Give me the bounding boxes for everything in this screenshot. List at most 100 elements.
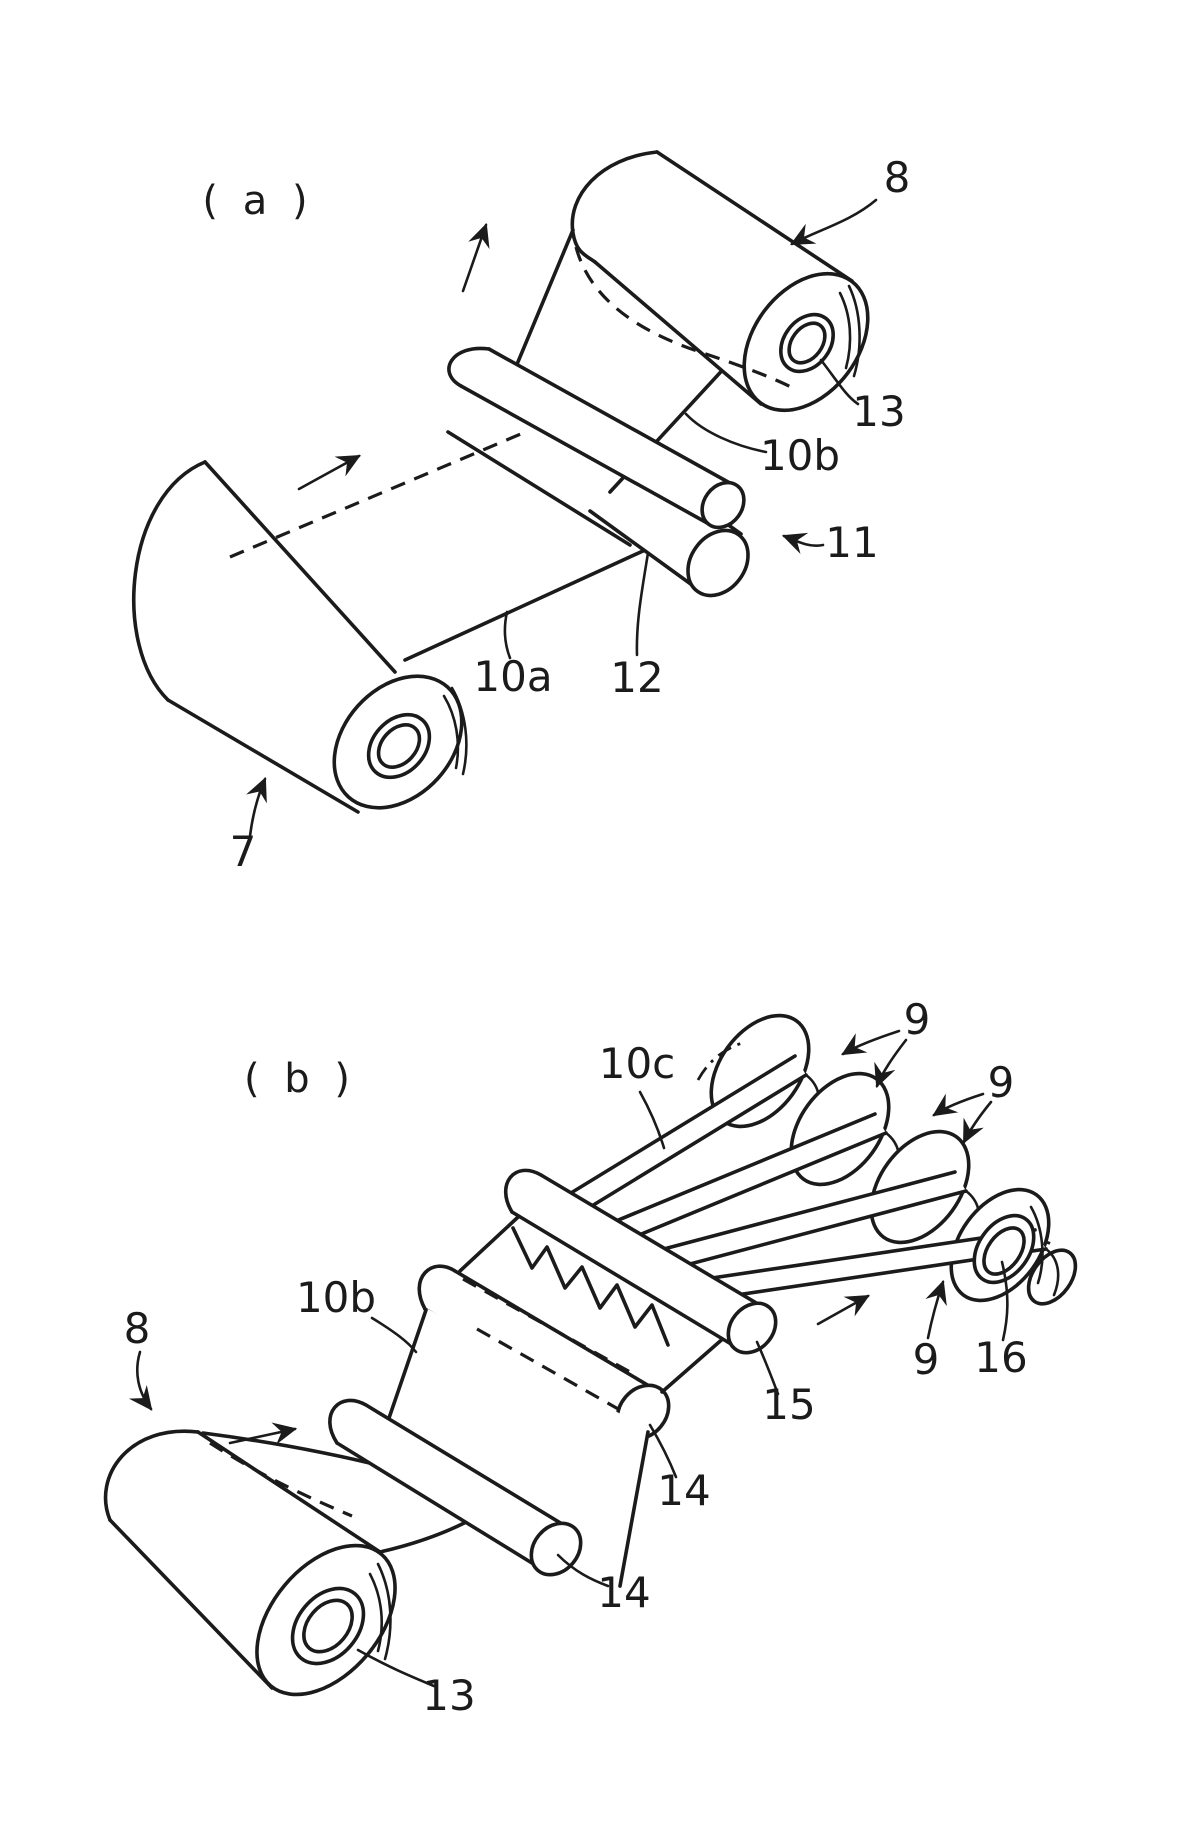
roll-7-winding-arc-2	[450, 686, 468, 776]
leader-core-13b	[356, 1648, 436, 1688]
strips-and-rolls-9	[546, 1013, 1078, 1326]
strip-2-top	[585, 1112, 877, 1235]
figure-a-tag: ( a )	[202, 178, 313, 224]
leader-roll-7	[246, 777, 267, 838]
roll-8b-winding-arc-1	[368, 1572, 383, 1653]
label-roll-8b: 8	[124, 1304, 151, 1353]
label-web-10b-b: 10b	[296, 1273, 376, 1322]
bar-15-top-edge	[539, 1173, 770, 1312]
roll-8-top-edge	[655, 150, 854, 283]
roller-11-top-edge	[487, 347, 739, 489]
leader-rolls-9-top-2	[874, 1038, 908, 1089]
label-roller-11: 11	[825, 518, 878, 567]
leader-bar-15	[755, 1340, 780, 1396]
web-10a-direction-arrow	[297, 454, 361, 491]
leader-rolls-9-top-1	[841, 1029, 901, 1056]
roller-14u-end-cap	[417, 1264, 457, 1311]
strips-direction-arrow	[816, 1294, 870, 1326]
web-10b-b-back-edge-2	[476, 1327, 621, 1412]
web-10a-width-edge	[446, 430, 632, 547]
roll-7-top-edge	[203, 460, 397, 674]
roll-8-winding-arc-1	[838, 291, 852, 370]
roll-8-hidden-web-edge	[574, 246, 796, 391]
roll-8-end-cap	[570, 150, 659, 264]
web-from-roll-8b-front	[378, 1516, 476, 1554]
label-roller-14-upper: 14	[657, 1466, 710, 1515]
leader-core-16	[1000, 1260, 1009, 1342]
roll-8-core-inner	[787, 321, 827, 365]
roll-8-winding-arc-2	[847, 284, 861, 378]
label-rolls-9-right: 9	[988, 1058, 1015, 1107]
strip-1-top	[546, 1054, 797, 1209]
source-roll-7	[132, 460, 468, 814]
bar-15-end-cap	[504, 1168, 543, 1214]
web-10b-direction-arrow	[461, 222, 490, 293]
roller-11-bottom-edge	[459, 384, 711, 526]
roll-9-4-winding-arc	[1029, 1205, 1044, 1285]
label-roll-8: 8	[884, 153, 911, 202]
bar-15-end-face	[726, 1301, 778, 1355]
roll-7-winding-arc-1	[442, 694, 460, 770]
figure-b-tag: ( b )	[244, 1056, 356, 1102]
label-roll-9-front: 9	[913, 1335, 940, 1384]
web-10a-back-edge	[229, 412, 569, 559]
label-bar-15: 15	[762, 1380, 815, 1429]
web-10b-b	[386, 1277, 650, 1588]
leader-roll-8b	[128, 1350, 153, 1411]
roller-14l-end-face	[529, 1521, 583, 1577]
roll-8b-top-edge	[196, 1430, 382, 1554]
strip-4-wrap	[1044, 1247, 1060, 1297]
label-core-13: 13	[852, 387, 905, 436]
roll-8b-winding-arc-2	[376, 1562, 392, 1661]
leader-web-10b	[684, 412, 768, 454]
leader-roller-14-upper	[648, 1423, 678, 1479]
leader-web-10a	[503, 610, 512, 660]
leader-core-13	[819, 358, 860, 406]
windup-roll-8	[570, 150, 870, 413]
roller-14l-bottom-edge	[335, 1441, 542, 1570]
roll-8-bottom-edge	[593, 260, 763, 406]
leader-roller-14-lower	[556, 1553, 610, 1588]
label-core-13b: 13	[422, 1671, 475, 1720]
figure-b: ( b ) 10c 9 9 9 16 10b 8 15 14 14 13	[103, 995, 1078, 1720]
label-roller-12: 12	[610, 653, 663, 702]
leader-rolls-9-right-2	[962, 1100, 993, 1144]
nip-roller-11	[447, 346, 746, 530]
roll-8b-end-cap	[103, 1429, 200, 1522]
label-roll-7: 7	[230, 827, 257, 876]
leader-roller-11	[781, 532, 825, 554]
strip-1-bottom	[557, 1073, 808, 1228]
leader-roll-8	[790, 198, 878, 246]
strip-2-bottom	[596, 1131, 888, 1254]
roller-12-bottom-edge	[588, 509, 701, 592]
roll-8b-hidden-web-edge	[209, 1441, 353, 1518]
strip-4-top	[663, 1228, 1037, 1287]
leader-roller-12	[635, 551, 650, 657]
roll-7-bottom-edge	[166, 698, 360, 814]
label-roller-14-lower: 14	[597, 1568, 650, 1617]
slitter-bar-15	[503, 1168, 778, 1355]
roll-7-end-cap	[132, 460, 207, 702]
roller-14l-top-edge	[364, 1403, 574, 1532]
source-roll-8b	[103, 1422, 476, 1697]
label-rolls-9-top: 9	[904, 995, 931, 1044]
bar-15-bottom-edge	[510, 1210, 738, 1349]
leader-web-10b-b	[370, 1316, 418, 1354]
roll-8b-direction-arrow	[228, 1422, 298, 1445]
slitter-teeth	[511, 1226, 670, 1347]
roller-14l-end-cap	[328, 1398, 368, 1445]
figure-b-annotations: ( b ) 10c 9 9 9 16 10b 8 15 14 14 13	[124, 995, 1028, 1720]
winding-shaft-end	[1026, 1248, 1078, 1306]
roller-12-end-face	[686, 528, 750, 598]
web-10b-b-right-edge	[618, 1430, 650, 1588]
figure-a: ( a ) 8 13 10b 11 12 10a 7	[132, 150, 911, 876]
label-web-10a: 10a	[473, 652, 552, 701]
roller-11-end-face	[700, 480, 746, 530]
leader-roll-9-front	[925, 1279, 947, 1340]
leader-strips-10c	[638, 1090, 666, 1150]
web-10b-b-back-edge-1	[462, 1277, 631, 1374]
core-16-inner	[982, 1226, 1026, 1276]
web-10b-b-left-edge	[386, 1308, 428, 1423]
